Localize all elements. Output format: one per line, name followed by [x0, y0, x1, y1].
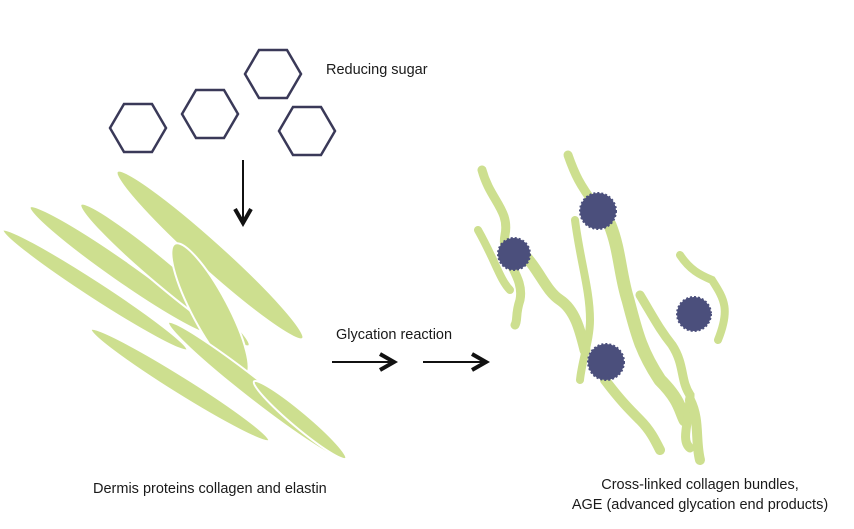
age-particles	[497, 192, 712, 381]
hexagon-icon	[180, 88, 240, 140]
hexagon-icon	[108, 102, 168, 154]
age-particle-icon	[497, 237, 531, 271]
cross-linked-label: Cross-linked collagen bundles,	[601, 477, 799, 493]
age-particle-icon	[587, 343, 625, 381]
hexagon-icon	[243, 48, 303, 100]
hexagon-icon	[277, 105, 337, 157]
age-label: AGE (advanced glycation end products)	[571, 497, 829, 513]
reducing-sugar-label: Reducing sugar	[326, 62, 428, 78]
age-particle-icon	[579, 192, 617, 230]
sugar-hexagons	[108, 48, 337, 157]
cross-linked-fibers	[474, 150, 729, 465]
dermis-proteins-label: Dermis proteins collagen and elastin	[93, 481, 327, 497]
glycation-reaction-label: Glycation reaction	[336, 327, 453, 343]
age-particle-icon	[676, 296, 712, 332]
collagen-fibers	[1, 169, 348, 461]
